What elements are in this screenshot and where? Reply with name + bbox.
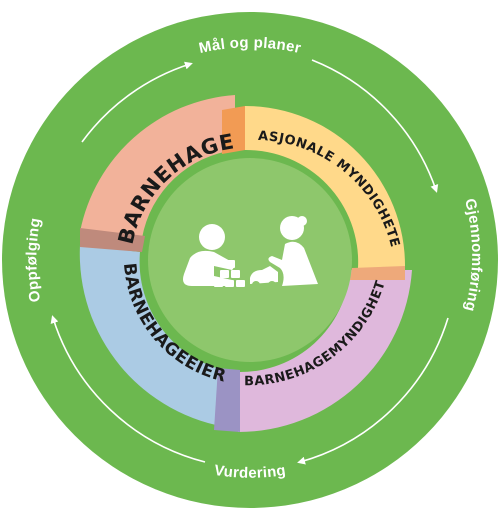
label-vurdering: Vurdering — [213, 462, 287, 482]
overlap-barnehageeier-barnehagemyndighet — [214, 368, 240, 432]
overlap-barnehage-barnehageeier — [80, 228, 145, 252]
toy-car-wheel — [252, 281, 260, 289]
arrow-to-vurdering — [297, 317, 449, 465]
segment-nasjonale-myndigheter — [245, 106, 406, 268]
cycle-arrows — [50, 59, 449, 465]
overlap-nasjonale-barnehagemyndighet — [350, 266, 405, 280]
segment-barnehage — [80, 95, 235, 238]
child-playing-with-toy-car-icon — [250, 216, 318, 289]
label-oppfolging: Oppfølging — [23, 217, 44, 304]
label-maal-og-planer: Mål og planer — [197, 34, 302, 57]
arrow-to-gjennomforing — [311, 59, 439, 193]
child-building-blocks-icon — [183, 224, 245, 287]
arrow-to-maal — [81, 61, 193, 143]
overlap-barnehage-nasjonale — [222, 106, 245, 154]
toy-car-wheel — [268, 281, 276, 289]
segment-barnehageeier — [79, 245, 232, 428]
inner-disc — [148, 158, 352, 362]
segment-barnehagemyndighet — [238, 270, 412, 433]
label-gjennomforing: Gjennomføring — [461, 197, 485, 313]
arrow-to-oppfolging — [50, 315, 206, 463]
segment-ring — [79, 95, 412, 433]
